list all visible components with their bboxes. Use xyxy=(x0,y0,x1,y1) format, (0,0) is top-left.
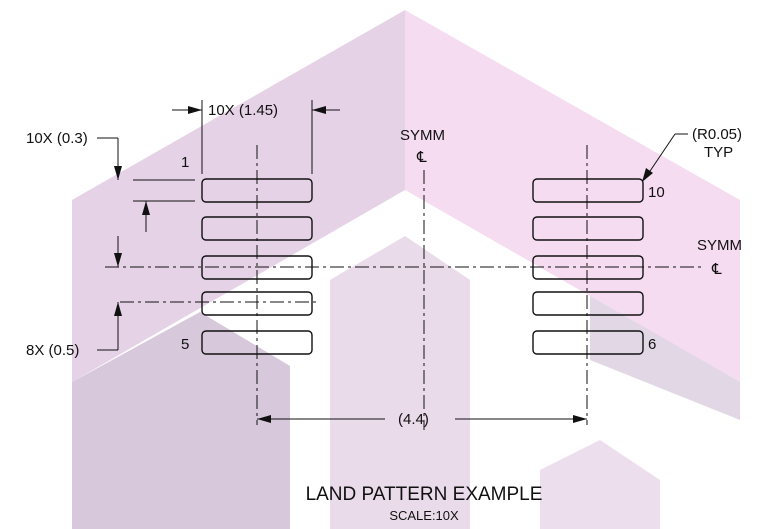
watermark-left-panel xyxy=(72,10,405,382)
pin-label-1: 1 xyxy=(181,154,189,171)
pad-3 xyxy=(201,255,313,280)
corner-radius-label: (R0.05) xyxy=(692,126,742,143)
pin-label-6: 6 xyxy=(648,336,656,353)
pad-length-label: 10X (1.45) xyxy=(208,102,278,119)
width-arrow-down xyxy=(114,166,122,180)
pitch-dimension: 8X (0.5) xyxy=(26,236,122,359)
dimension-arrow-left xyxy=(188,106,202,114)
pitch-label: 8X (0.5) xyxy=(26,342,79,359)
pad-9 xyxy=(532,216,644,241)
pin-label-5: 5 xyxy=(181,336,189,353)
corner-radius-callout: (R0.05) TYP xyxy=(642,126,742,182)
drawing-title: LAND PATTERN EXAMPLE xyxy=(306,484,543,505)
pad-6 xyxy=(532,330,644,355)
pad-4 xyxy=(201,291,313,316)
span-label: (4.4) xyxy=(398,411,429,428)
watermark-inner-left-panel xyxy=(200,190,405,372)
radius-arrow xyxy=(642,168,653,182)
symmetry-symbol-right: ℄ xyxy=(711,261,722,278)
pad-7 xyxy=(532,291,644,316)
watermark-right-pillar xyxy=(540,440,660,529)
corner-radius-note: TYP xyxy=(704,144,733,161)
watermark-inner-right-panel xyxy=(405,190,590,360)
pad-2 xyxy=(201,216,313,241)
pad-width-label: 10X (0.3) xyxy=(26,130,88,147)
watermark-right-panel xyxy=(405,10,740,382)
pitch-arrow-up xyxy=(114,302,122,316)
centerlines xyxy=(105,145,705,430)
span-arrow-right xyxy=(573,415,587,423)
pad-8 xyxy=(532,255,644,280)
span-arrow-left xyxy=(257,415,271,423)
drawing-scale: SCALE:10X xyxy=(389,508,459,523)
right-pad-column xyxy=(532,178,644,355)
pad-length-dimension: 10X (1.45) xyxy=(172,100,340,174)
width-arrow-up xyxy=(142,201,150,215)
dimension-arrow-right xyxy=(312,106,326,114)
pad-width-dimension: 10X (0.3) xyxy=(26,130,195,232)
span-dimension: (4.4) xyxy=(257,411,587,428)
pitch-arrow-down xyxy=(114,253,122,267)
pad-5 xyxy=(201,330,313,355)
symmetry-label-right: SYMM xyxy=(697,237,742,254)
watermark-logo xyxy=(72,10,740,529)
watermark-right-lower-panel xyxy=(590,296,740,420)
watermark-left-pillar xyxy=(72,312,290,529)
symmetry-label-top: SYMM xyxy=(400,127,445,144)
pad-10 xyxy=(532,178,644,203)
symmetry-symbol-top: ℄ xyxy=(416,149,427,166)
left-pad-column xyxy=(201,178,313,355)
pad-1 xyxy=(201,178,313,203)
watermark-center-pillar xyxy=(330,236,470,529)
pin-label-10: 10 xyxy=(648,184,665,201)
